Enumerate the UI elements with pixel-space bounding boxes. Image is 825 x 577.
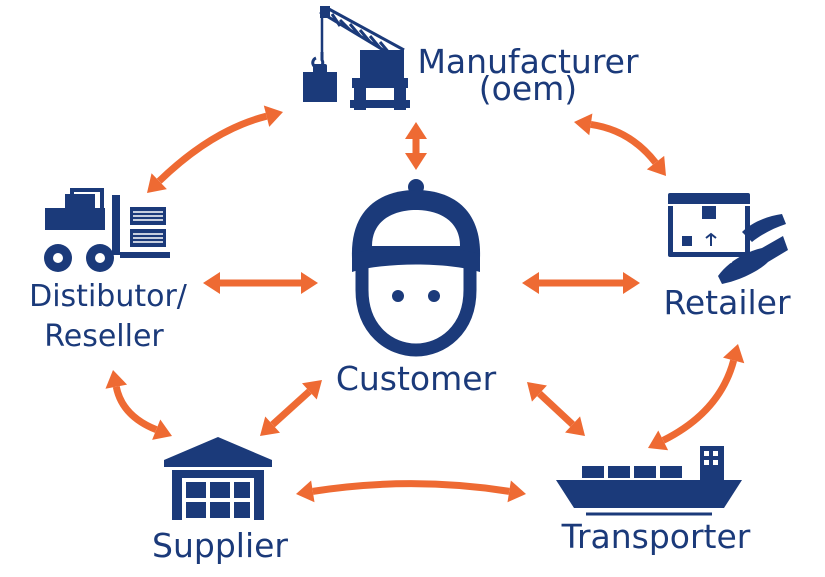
arrow-manufacturer-distributor	[147, 105, 283, 193]
arrow-shaft	[590, 120, 659, 165]
arrow-head	[574, 113, 593, 136]
arrow-customer-retailer	[522, 272, 640, 294]
arrow-shaft	[270, 388, 312, 428]
arrow-customer-supplier	[260, 380, 322, 436]
arrow-manufacturer-retailer	[574, 113, 666, 176]
arrow-head	[301, 272, 318, 294]
forklift-icon	[44, 188, 170, 272]
arrow-supplier-transporter	[296, 480, 526, 503]
distributor-label: Distibutor/	[29, 279, 188, 314]
arrow-customer-transporter	[527, 382, 585, 436]
arrow-retailer-transporter	[648, 344, 745, 451]
arrow-head	[723, 344, 745, 364]
arrow-head	[527, 382, 547, 402]
arrow-head	[203, 272, 220, 294]
arrow-head	[646, 155, 666, 176]
arrow-shaft	[661, 359, 738, 444]
supplier-label: Supplier	[152, 526, 288, 565]
arrow-head	[405, 153, 427, 170]
arrow-head	[623, 272, 640, 294]
manufacturer-sublabel: (oem)	[479, 69, 577, 108]
package-hand-icon	[668, 193, 788, 284]
transporter-label: Transporter	[561, 517, 751, 556]
arrow-shaft	[312, 480, 510, 495]
arrow-head	[302, 380, 322, 400]
arrow-head	[296, 480, 315, 503]
arrow-shaft	[112, 385, 158, 433]
arrow-distributor-customer	[203, 272, 318, 294]
crane-icon	[303, 6, 410, 110]
arrow-head	[405, 122, 427, 139]
arrow-head	[565, 416, 585, 436]
arrow-distributor-supplier	[105, 370, 172, 440]
arrow-head	[507, 480, 526, 503]
warehouse-icon	[164, 437, 272, 520]
arrow-head	[648, 430, 669, 451]
arrow-head	[105, 370, 128, 389]
arrows-layer	[105, 105, 745, 503]
arrow-head	[147, 173, 167, 193]
arrow-shaft	[156, 112, 268, 184]
arrow-head	[263, 105, 283, 127]
arrow-shaft	[537, 391, 575, 427]
manufacturer-label: Manufacturer	[417, 42, 639, 81]
arrow-manufacturer-customer	[405, 122, 427, 170]
arrow-head	[152, 419, 172, 440]
arrow-head	[522, 272, 539, 294]
retailer-label: Retailer	[663, 283, 791, 322]
distributor-sublabel: Reseller	[44, 319, 164, 354]
arrow-head	[260, 416, 280, 436]
customer-label: Customer	[336, 359, 497, 398]
cargo-ship-icon	[556, 446, 742, 516]
customer-cap-icon	[351, 179, 481, 357]
